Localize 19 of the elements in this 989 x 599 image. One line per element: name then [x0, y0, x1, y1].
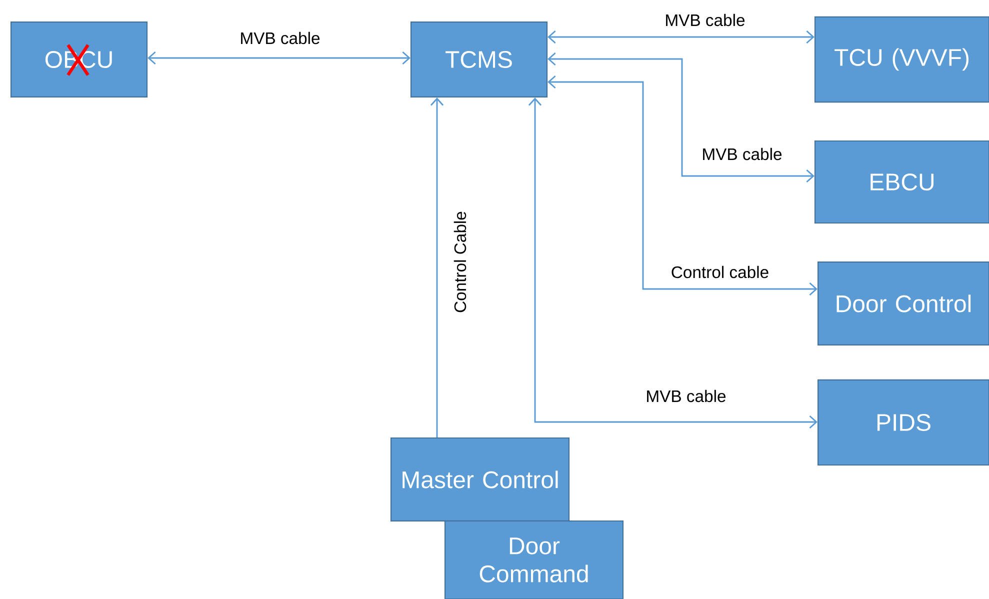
connector-arrow — [528, 98, 818, 429]
unit-box: TCU (VVVF) — [814, 16, 989, 103]
edge-label: MVB cable — [644, 388, 728, 404]
connector-arrow — [548, 52, 814, 183]
connector-arrow — [430, 98, 444, 438]
unit-box: Master Control — [390, 438, 570, 522]
connector-arrow — [148, 51, 410, 65]
unit-box: Door Command — [444, 520, 624, 599]
edge-label: MVB cable — [700, 146, 784, 162]
edge-label: MVB cable — [663, 12, 747, 28]
unit-box: Door Control — [818, 262, 989, 346]
edge-label: Control Cable — [452, 210, 468, 314]
unit-box: PIDS — [818, 379, 989, 466]
edge-label: Control cable — [670, 264, 770, 280]
connector-arrow — [548, 75, 818, 296]
connector-arrow — [548, 30, 814, 44]
edge-label: MVB cable — [238, 30, 322, 46]
unit-box: TCMS — [410, 22, 548, 98]
unit-box: EBCU — [814, 140, 989, 224]
